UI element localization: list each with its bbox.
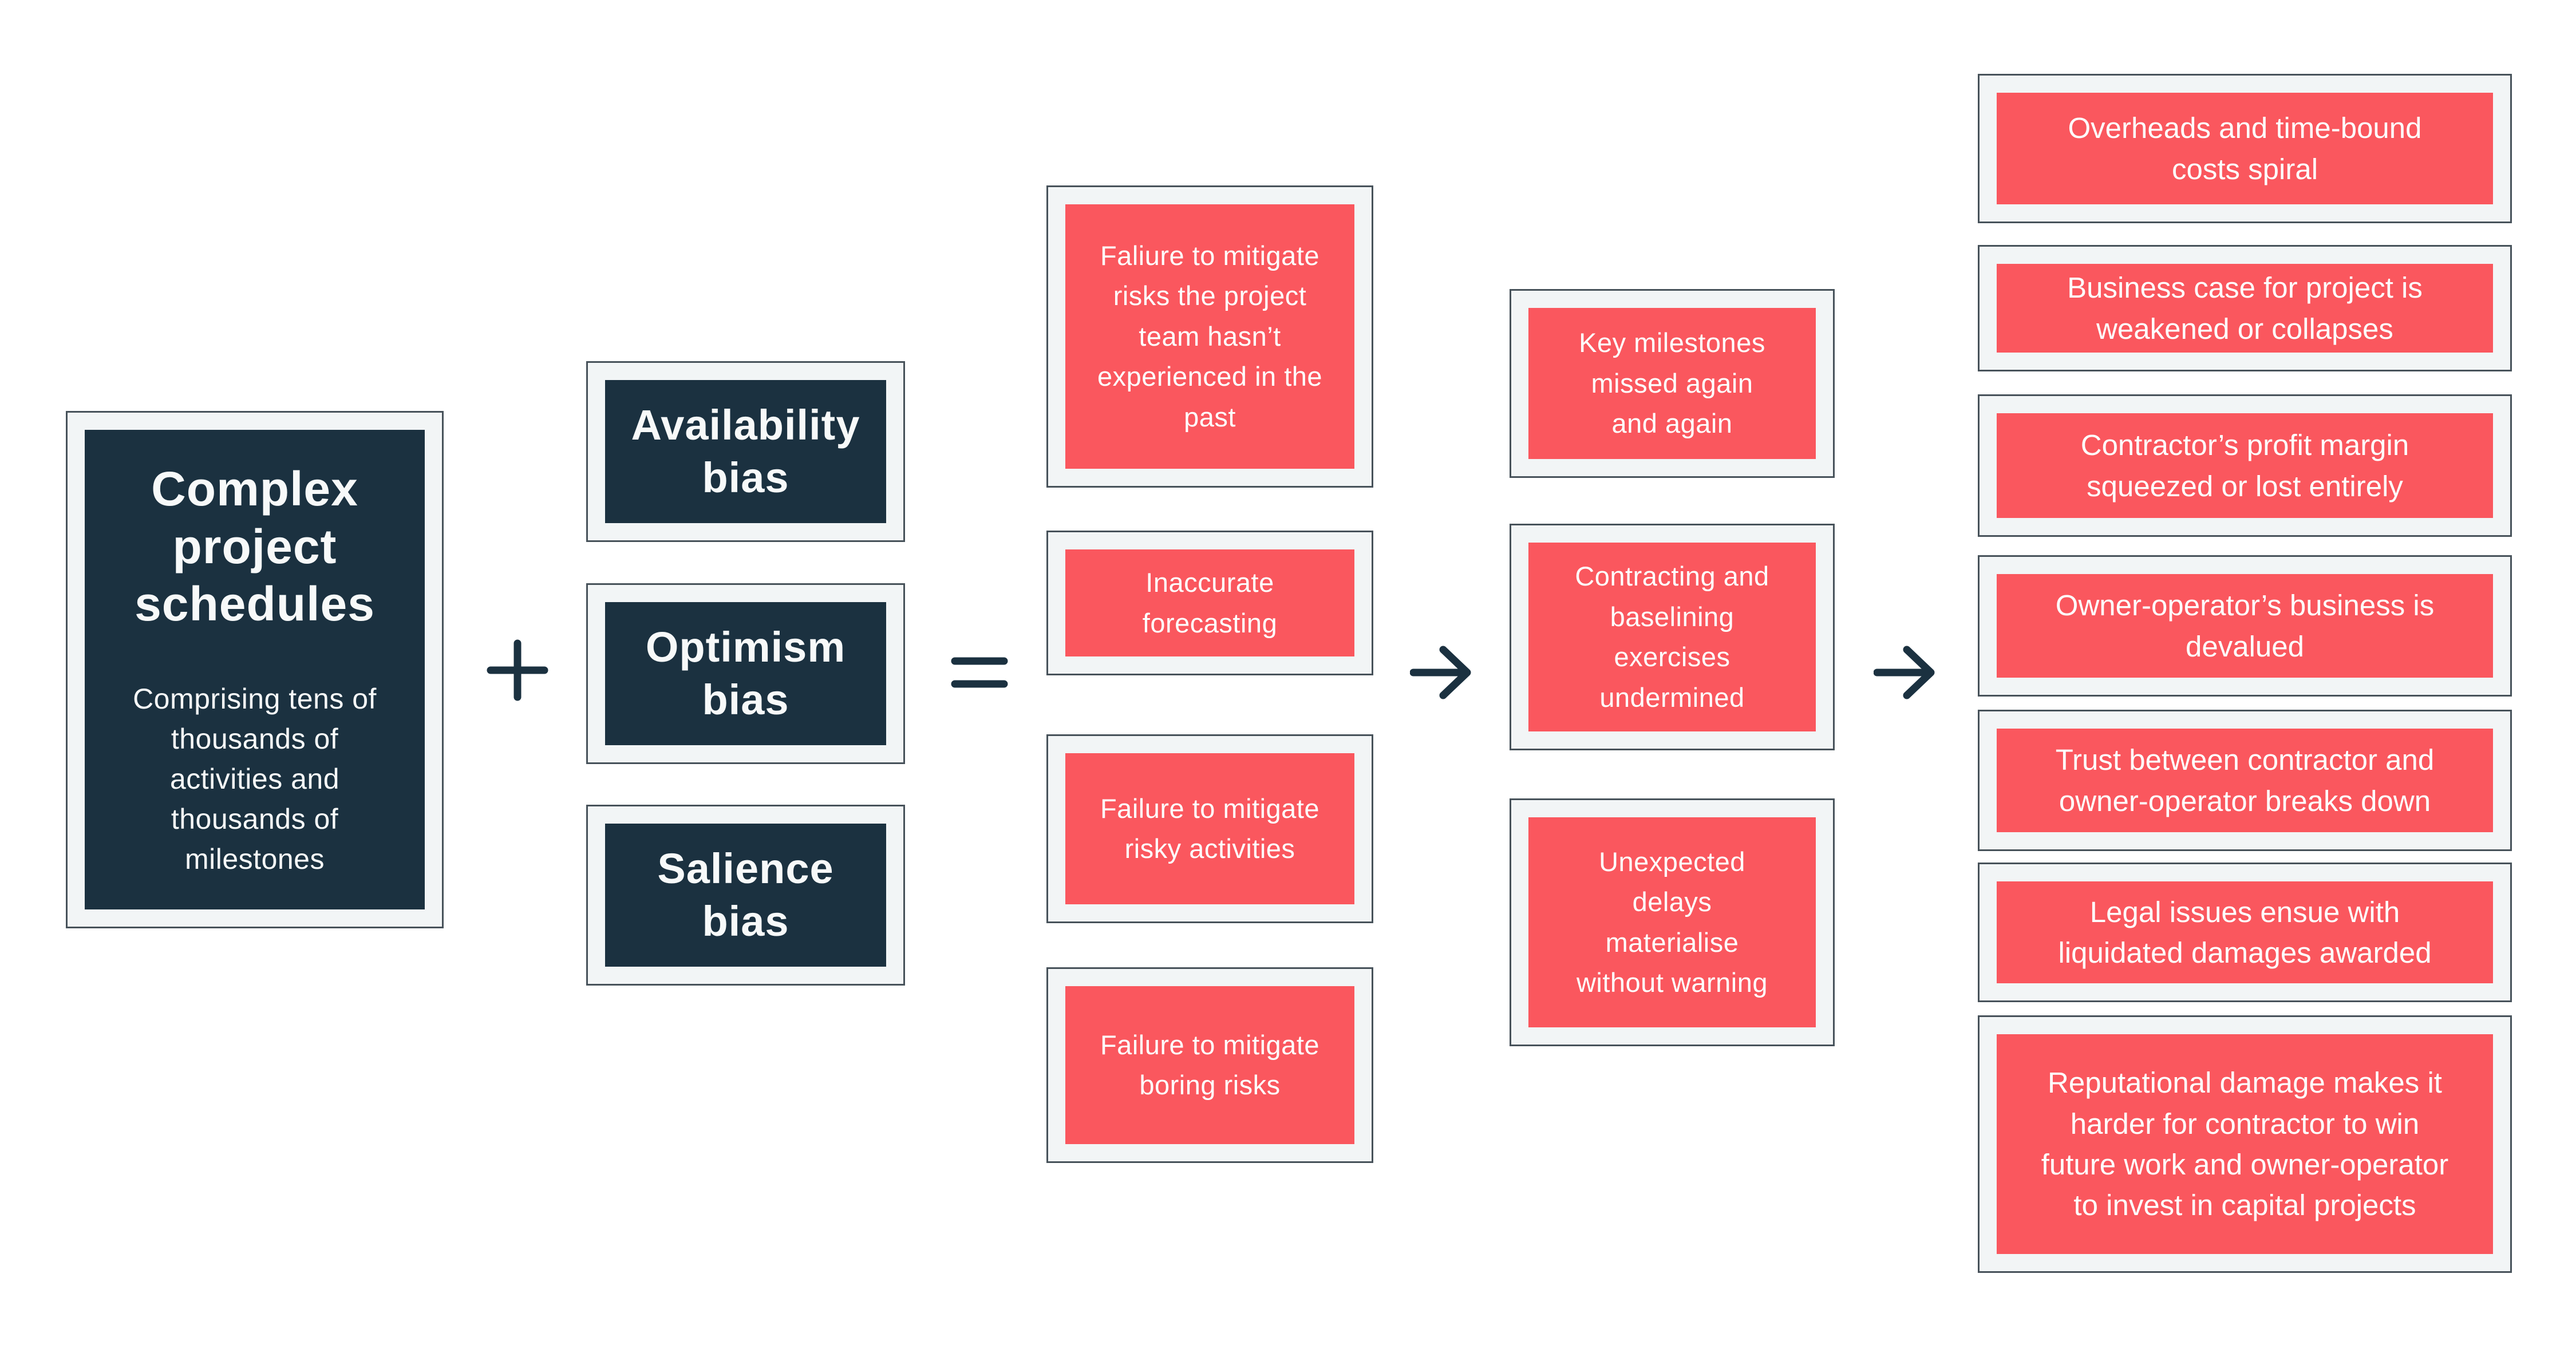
failure-box: Faliure to mitigate risks the project te…	[1046, 185, 1373, 488]
impact-box: Trust between contractor and owner-opera…	[1978, 710, 2512, 851]
impact-text: Contractor’s profit margin squeezed or l…	[2080, 429, 2409, 503]
consequence-box-fill: Key milestones missed again and again	[1528, 308, 1816, 459]
impact-box: Owner-operator’s business is devalued	[1978, 555, 2512, 697]
equals-icon	[951, 655, 1008, 690]
impact-box-fill: Trust between contractor and owner-opera…	[1997, 729, 2493, 832]
consequence-box-fill: Contracting and baselining exercises und…	[1528, 543, 1816, 731]
impact-box: Overheads and time-bound costs spiral	[1978, 74, 2512, 223]
impact-box-fill: Business case for project is weakened or…	[1997, 264, 2493, 353]
failure-text: Faliure to mitigate risks the project te…	[1097, 240, 1323, 432]
input-box-fill: Complex project schedules Comprising ten…	[85, 430, 425, 909]
bias-box-salience: Salience bias	[586, 805, 905, 986]
failure-box: Failure to mitigate risky activities	[1046, 734, 1373, 923]
arrow-right-icon	[1874, 645, 1938, 700]
consequence-box: Key milestones missed again and again	[1510, 289, 1835, 478]
impact-box: Contractor’s profit margin squeezed or l…	[1978, 394, 2512, 537]
input-subtitle: Comprising tens of thousands of activiti…	[133, 683, 377, 876]
failure-text: Inaccurate forecasting	[1142, 567, 1278, 638]
plus-icon	[486, 639, 549, 702]
impact-box-fill: Owner-operator’s business is devalued	[1997, 574, 2493, 678]
impact-text: Legal issues ensue with liquidated damag…	[2058, 895, 2432, 969]
bias-label: Optimism bias	[645, 623, 846, 724]
failure-text: Failure to mitigate risky activities	[1100, 793, 1320, 864]
consequence-text: Unexpected delays materialise without wa…	[1576, 846, 1768, 998]
impact-box-fill: Contractor’s profit margin squeezed or l…	[1997, 413, 2493, 518]
impact-box-fill: Reputational damage makes it harder for …	[1997, 1034, 2493, 1254]
input-box: Complex project schedules Comprising ten…	[66, 411, 444, 928]
failure-box-fill: Failure to mitigate boring risks	[1065, 986, 1354, 1144]
impact-box-fill: Overheads and time-bound costs spiral	[1997, 93, 2493, 204]
input-title: Complex project schedules	[135, 461, 375, 631]
consequence-box: Unexpected delays materialise without wa…	[1510, 798, 1835, 1046]
impact-box-fill: Legal issues ensue with liquidated damag…	[1997, 881, 2493, 983]
bias-box-fill: Availability bias	[605, 380, 886, 523]
failure-box: Inaccurate forecasting	[1046, 531, 1373, 675]
impact-box: Legal issues ensue with liquidated damag…	[1978, 863, 2512, 1002]
impact-text: Overheads and time-bound costs spiral	[2068, 112, 2422, 185]
bias-box-optimism: Optimism bias	[586, 583, 905, 764]
arrow-right-icon	[1410, 645, 1474, 700]
impact-text: Owner-operator’s business is devalued	[2055, 589, 2435, 663]
failure-box-fill: Inaccurate forecasting	[1065, 549, 1354, 656]
impact-text: Reputational damage makes it harder for …	[2041, 1066, 2449, 1222]
bias-box-fill: Salience bias	[605, 824, 886, 967]
bias-box-fill: Optimism bias	[605, 602, 886, 745]
bias-label: Salience bias	[657, 844, 834, 946]
consequence-box-fill: Unexpected delays materialise without wa…	[1528, 817, 1816, 1027]
failure-box: Failure to mitigate boring risks	[1046, 967, 1373, 1163]
impact-box: Reputational damage makes it harder for …	[1978, 1015, 2512, 1273]
bias-box-availability: Availability bias	[586, 361, 905, 542]
impact-text: Business case for project is weakened or…	[2067, 271, 2423, 345]
consequence-text: Key milestones missed again and again	[1579, 327, 1765, 439]
failure-box-fill: Faliure to mitigate risks the project te…	[1065, 204, 1354, 469]
failure-text: Failure to mitigate boring risks	[1100, 1029, 1320, 1101]
failure-box-fill: Failure to mitigate risky activities	[1065, 753, 1354, 904]
consequence-text: Contracting and baselining exercises und…	[1575, 561, 1769, 713]
impact-box: Business case for project is weakened or…	[1978, 245, 2512, 371]
bias-label: Availability bias	[631, 401, 860, 502]
consequence-box: Contracting and baselining exercises und…	[1510, 524, 1835, 750]
impact-text: Trust between contractor and owner-opera…	[2055, 743, 2435, 817]
